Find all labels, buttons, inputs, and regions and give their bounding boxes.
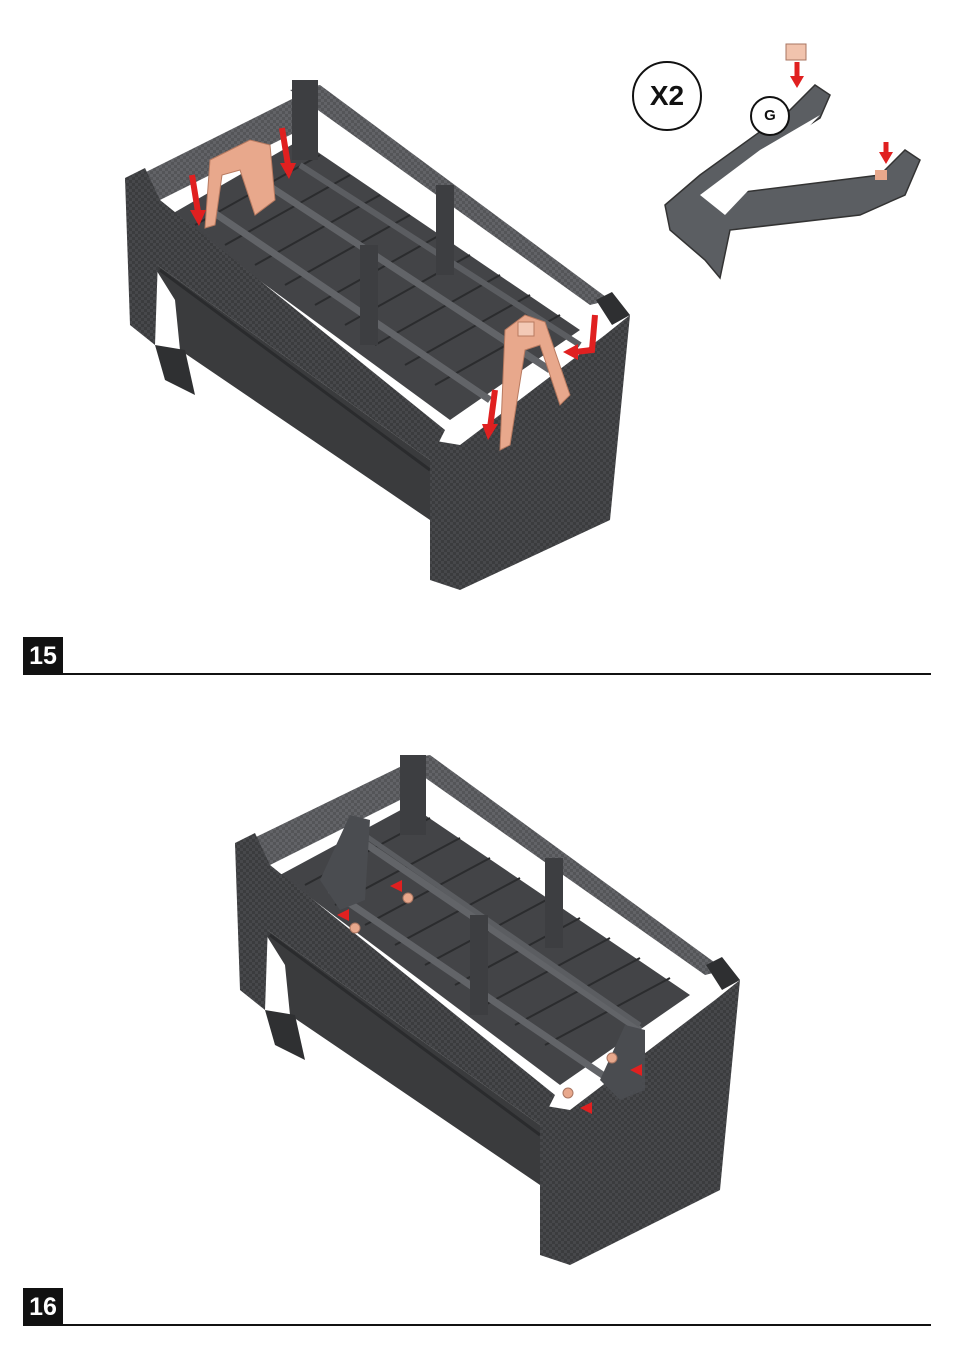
back-post-mid bbox=[436, 185, 454, 275]
step-divider bbox=[23, 673, 931, 675]
back-post-left bbox=[400, 755, 426, 835]
step-divider bbox=[23, 1324, 931, 1326]
step-16-illustration bbox=[0, 740, 954, 1280]
step-number-badge: 16 bbox=[23, 1288, 63, 1326]
back-post-mid bbox=[545, 858, 563, 948]
front-post-mid bbox=[470, 915, 488, 1015]
part-g-detail bbox=[665, 44, 920, 278]
back-post-left bbox=[292, 80, 318, 160]
foot-cap-part bbox=[786, 44, 806, 60]
front-post-mid bbox=[360, 245, 378, 345]
quantity-callout: X2 bbox=[632, 61, 702, 131]
step-number-badge: 15 bbox=[23, 637, 63, 675]
step-15-illustration bbox=[0, 0, 954, 640]
part-label-callout: G bbox=[750, 96, 790, 136]
